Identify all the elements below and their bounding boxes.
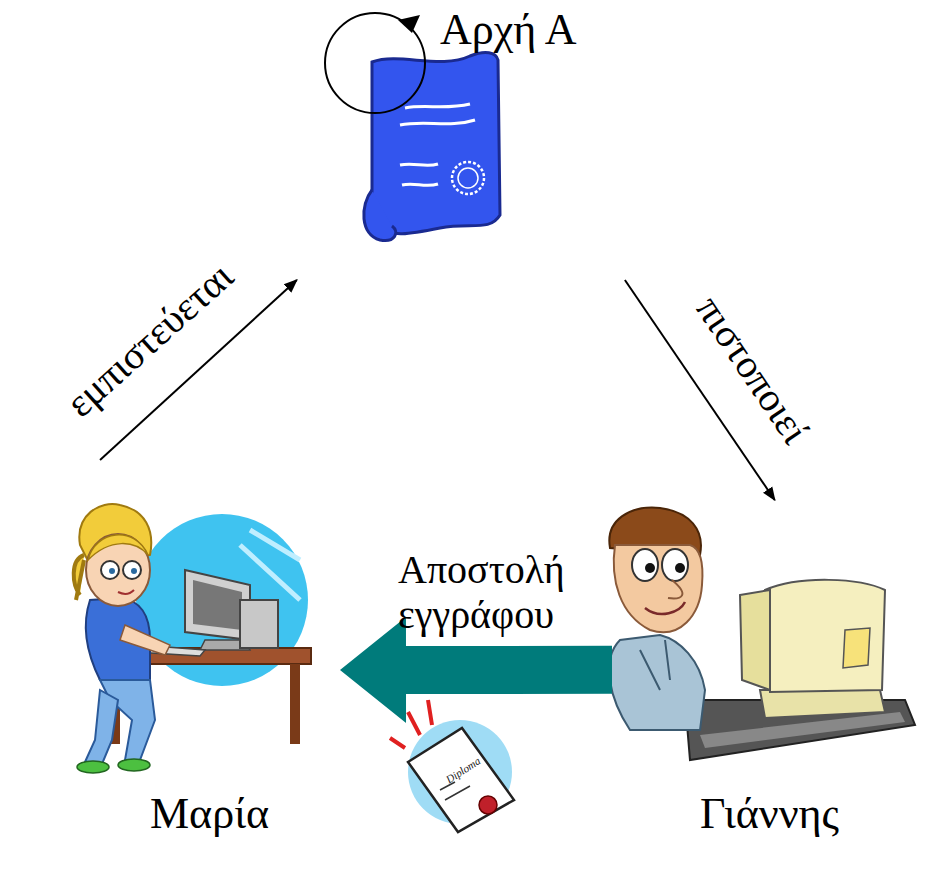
authority-node: Αρχή Α	[290, 0, 630, 280]
transfer-arrow	[340, 617, 612, 723]
person-node: Γιάννης	[612, 500, 925, 870]
maria-illustration	[74, 504, 311, 773]
diploma-caption: Diploma	[444, 754, 483, 785]
person-node: Μαρία	[60, 460, 340, 860]
relation-arrow	[625, 280, 775, 500]
node-name: Γιάννης	[700, 790, 839, 838]
giannis-illustration	[609, 508, 915, 760]
node-name: Μαρία	[150, 790, 269, 838]
node-name: Αρχή Α	[440, 6, 577, 54]
relation-arrow	[100, 280, 297, 460]
edge-label: Αποστολή εγγράφου	[398, 548, 613, 638]
certificate-icon	[325, 13, 500, 241]
edge-label: πιστοποιεί	[687, 288, 818, 452]
diploma-icon	[390, 700, 514, 832]
edge-label: εμπιστεύεται	[58, 254, 243, 426]
